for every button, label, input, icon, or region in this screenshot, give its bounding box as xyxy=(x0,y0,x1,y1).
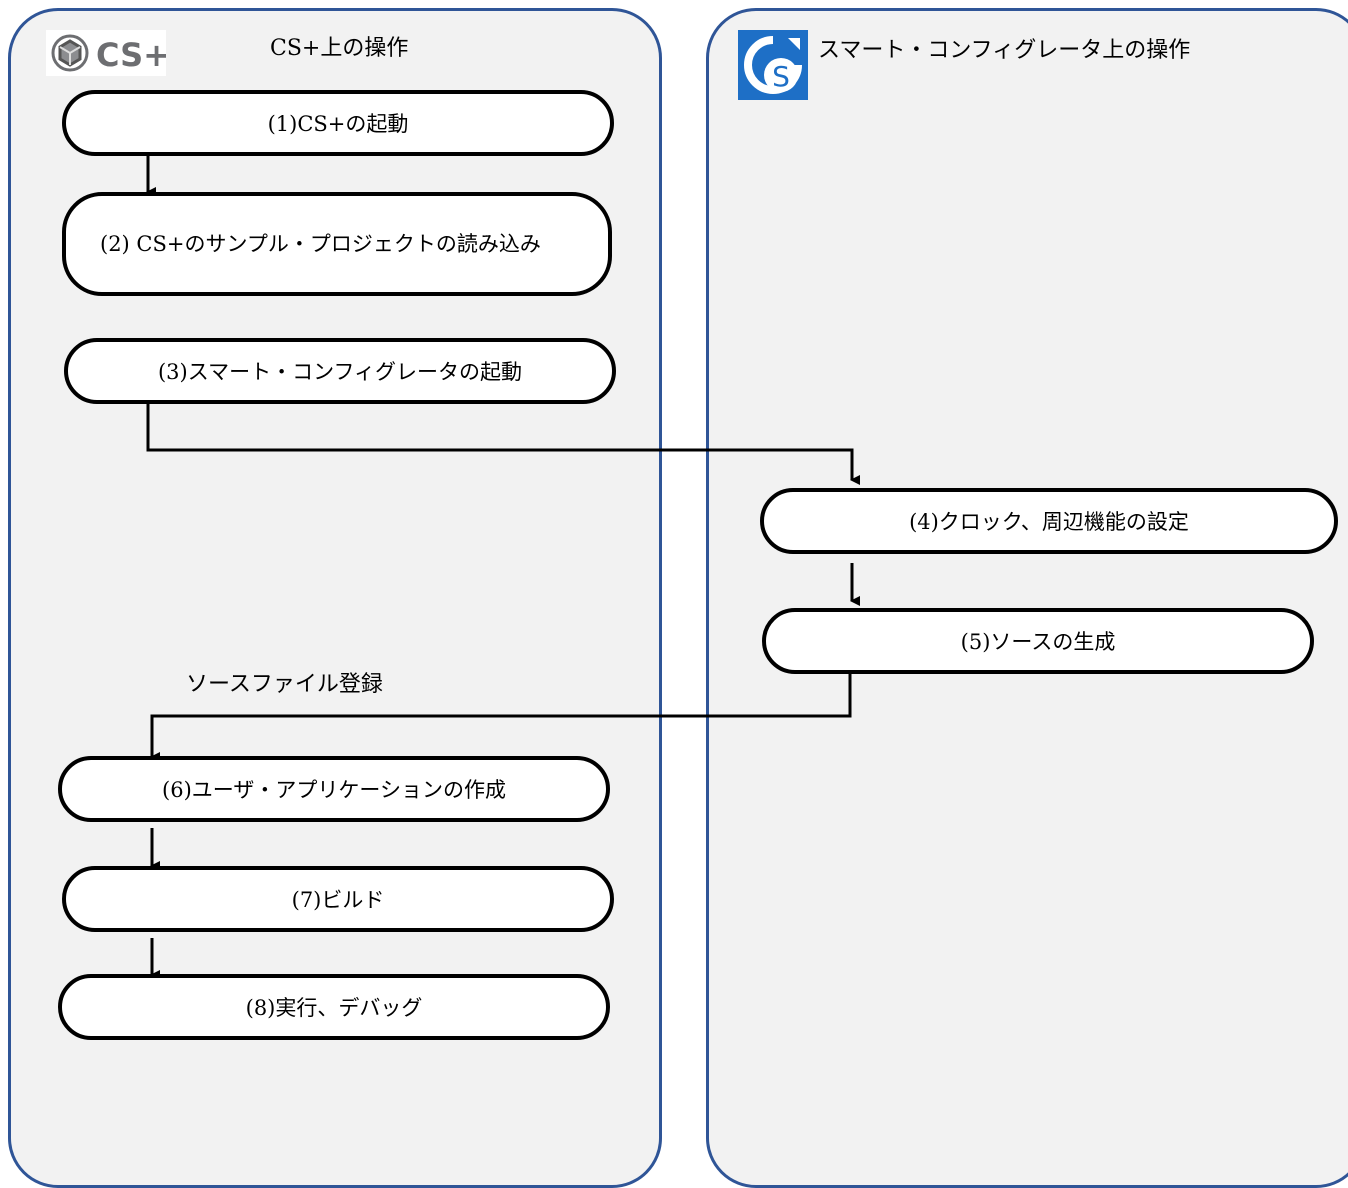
source-file-register-note: ソースファイル登録 xyxy=(186,672,383,697)
step-8-run-debug: (8)実行、デバッグ xyxy=(58,974,610,1040)
step-6-create-user-app: (6)ユーザ・アプリケーションの作成 xyxy=(58,756,610,822)
step-2-label: (2) CS+のサンプル・プロジェクトの読み込み xyxy=(100,232,541,256)
step-4-label: (4)クロック、周辺機能の設定 xyxy=(909,510,1189,534)
sc-logo-text: S xyxy=(772,60,790,93)
step-1-label: (1)CS+の起動 xyxy=(267,112,409,136)
step-3-label: (3)スマート・コンフィグレータの起動 xyxy=(157,360,523,384)
step-2-load-sample: (2) CS+のサンプル・プロジェクトの読み込み xyxy=(62,192,612,296)
step-8-label: (8)実行、デバッグ xyxy=(245,996,423,1020)
step-5-label: (5)ソースの生成 xyxy=(960,630,1116,654)
step-1-cs-launch: (1)CS+の起動 xyxy=(62,90,614,156)
smart-configurator-lane-title: スマート・コンフィグレータ上の操作 xyxy=(818,38,1191,63)
flow-connectors xyxy=(146,155,860,980)
step-3-launch-configurator: (3)スマート・コンフィグレータの起動 xyxy=(64,338,616,404)
step-5-generate-source: (5)ソースの生成 xyxy=(762,608,1314,674)
step-4-clock-peripheral-settings: (4)クロック、周辺機能の設定 xyxy=(760,488,1338,554)
cs-lane-title: CS+上の操作 xyxy=(270,36,409,61)
step-6-label: (6)ユーザ・アプリケーションの作成 xyxy=(162,778,506,802)
cs-plus-logo: CS+ xyxy=(46,30,170,76)
cs-logo-text: CS+ xyxy=(96,36,166,74)
step-7-label: (7)ビルド xyxy=(291,888,385,912)
smart-configurator-lane xyxy=(706,8,1348,1188)
smart-configurator-logo: S xyxy=(738,30,808,100)
arrow-5-to-6 xyxy=(150,674,852,762)
step-7-build: (7)ビルド xyxy=(62,866,614,932)
arrow-3-to-4 xyxy=(146,403,860,485)
